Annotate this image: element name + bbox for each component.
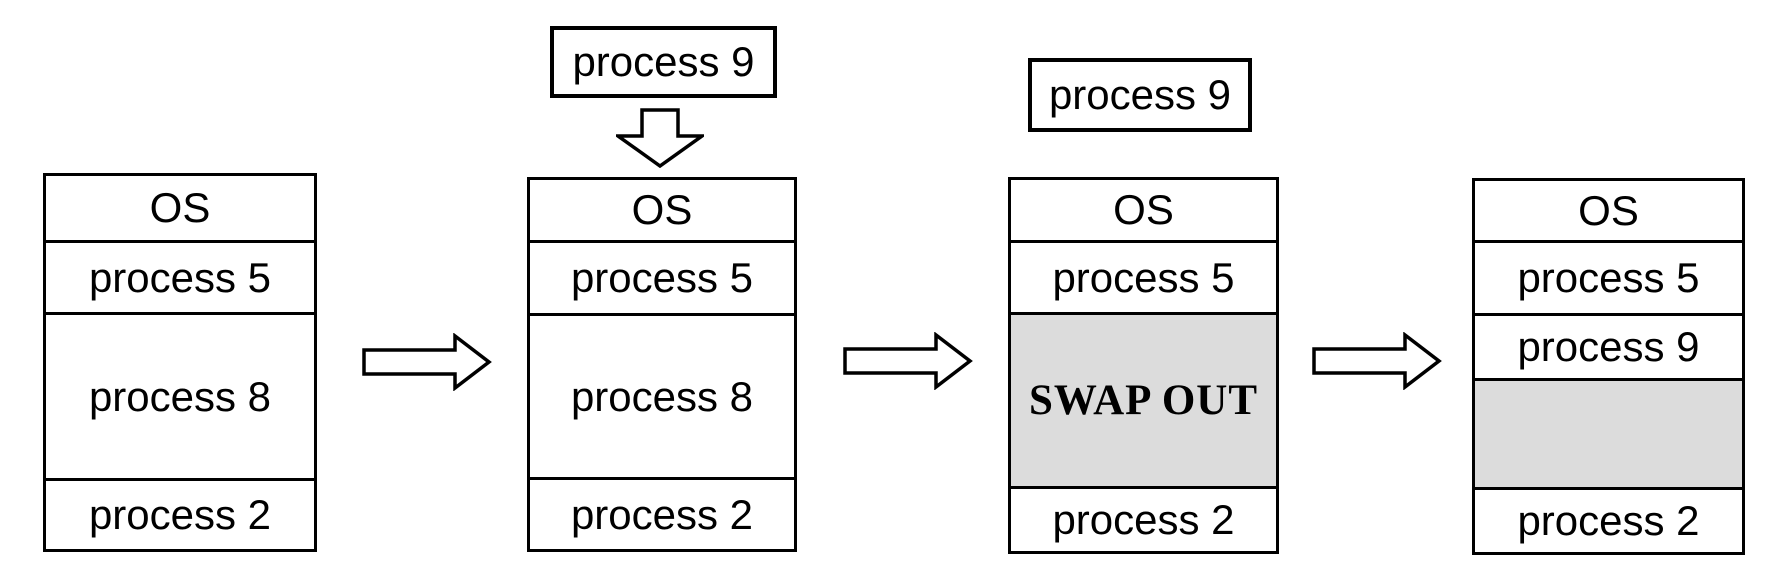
memory-row-process-2: process 2 bbox=[46, 478, 314, 549]
process-8-label: process 8 bbox=[88, 372, 272, 420]
os-label: OS bbox=[1578, 186, 1639, 234]
process-2-label: process 2 bbox=[1517, 497, 1700, 544]
os-label: OS bbox=[1113, 186, 1174, 233]
memory-row-os: OS bbox=[530, 180, 794, 240]
os-label: OS bbox=[631, 186, 693, 233]
process9-incoming-box-1: process 9 bbox=[550, 26, 777, 98]
memory-row-process-5: process 5 bbox=[46, 240, 314, 312]
memory-stack-initial: OS process 5 process 8 process 2 bbox=[43, 173, 317, 552]
memory-stack-after-swap: OS process 5 process 9 process 2 bbox=[1472, 178, 1745, 555]
process-5-label: process 5 bbox=[570, 254, 754, 301]
down-arrow-icon bbox=[616, 108, 704, 168]
right-arrow-icon-2 bbox=[843, 332, 973, 390]
memory-row-process-2: process 2 bbox=[1011, 486, 1276, 551]
memory-row-process-5: process 5 bbox=[1011, 240, 1276, 312]
process-5-label: process 5 bbox=[88, 253, 272, 301]
memory-row-process-5: process 5 bbox=[1475, 240, 1742, 313]
process-8-label: process 8 bbox=[570, 372, 754, 420]
memory-row-process-2: process 2 bbox=[1475, 487, 1742, 552]
memory-stack-incoming: OS process 5 process 8 process 2 bbox=[527, 177, 797, 552]
swap-out-label: SWAP OUT bbox=[1028, 377, 1259, 424]
memory-row-os: OS bbox=[46, 176, 314, 240]
right-arrow-icon-1 bbox=[362, 333, 492, 391]
process-5-label: process 5 bbox=[1517, 254, 1700, 301]
os-label: OS bbox=[149, 184, 211, 231]
process9-incoming-box-2: process 9 bbox=[1028, 58, 1252, 132]
process-2-label: process 2 bbox=[570, 490, 754, 538]
process9-incoming-label-1: process 9 bbox=[572, 38, 755, 85]
swap-out-region: SWAP OUT bbox=[1011, 312, 1276, 486]
process-5-label: process 5 bbox=[1052, 253, 1235, 301]
memory-stack-swap-out: OS process 5 SWAP OUT process 2 bbox=[1008, 177, 1279, 554]
free-memory-region bbox=[1475, 378, 1742, 487]
process-2-label: process 2 bbox=[88, 491, 272, 538]
memory-row-process-8: process 8 bbox=[46, 312, 314, 478]
memory-row-process-9: process 9 bbox=[1475, 313, 1742, 378]
memory-row-process-8: process 8 bbox=[530, 313, 794, 477]
memory-row-process-5: process 5 bbox=[530, 240, 794, 313]
process-9-label: process 9 bbox=[1517, 323, 1700, 370]
process9-incoming-label-2: process 9 bbox=[1048, 71, 1232, 118]
memory-row-os: OS bbox=[1011, 180, 1276, 240]
memory-row-process-2: process 2 bbox=[530, 477, 794, 549]
process-2-label: process 2 bbox=[1052, 496, 1235, 543]
right-arrow-icon-3 bbox=[1312, 332, 1442, 390]
memory-row-os: OS bbox=[1475, 181, 1742, 240]
